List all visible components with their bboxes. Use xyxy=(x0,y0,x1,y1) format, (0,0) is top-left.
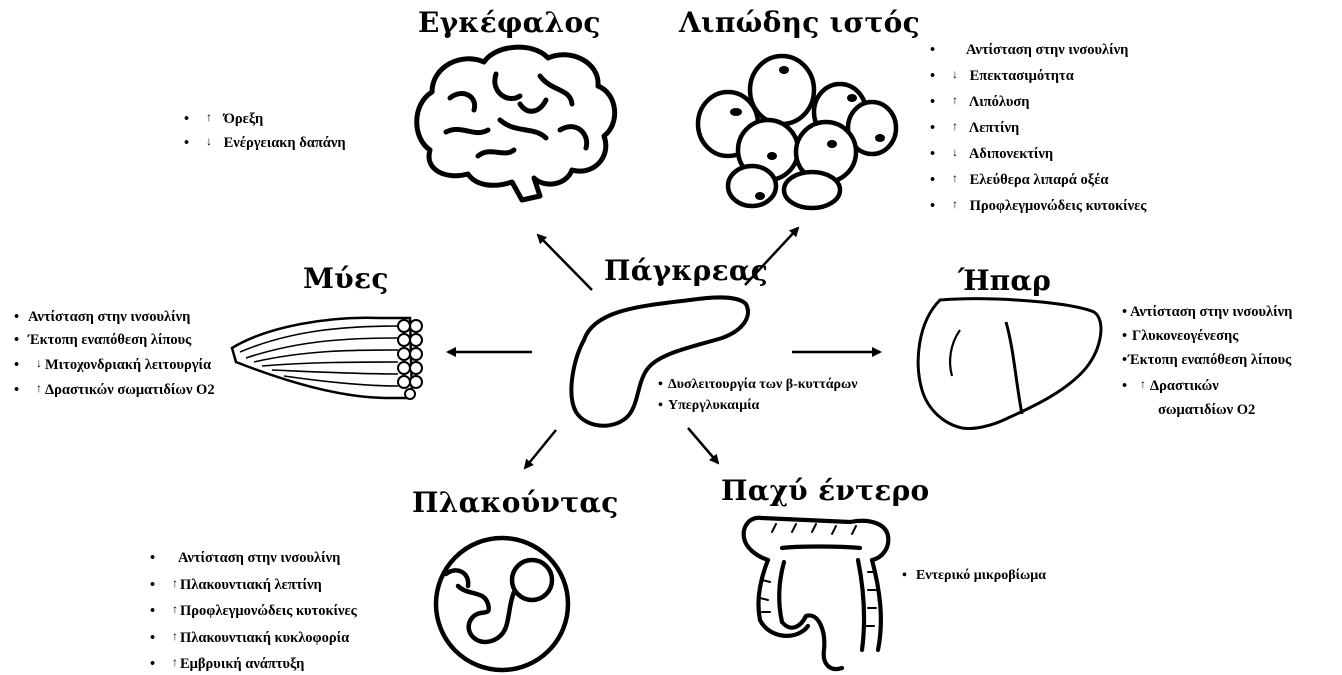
list-item: •↑ Λεπτίνη xyxy=(930,114,1146,140)
list-item: •Αντίσταση στην ινσουλίνη xyxy=(930,38,1146,62)
liver-title: Ήπαρ xyxy=(958,264,1051,297)
muscle-title: Μύες xyxy=(303,262,389,295)
liver-list: •Αντίσταση στην ινσουλίνη •Γλυκονεογένεσ… xyxy=(1122,300,1292,422)
list-item: •↑Προφλεγμονώδεις κυτοκίνες xyxy=(150,597,357,624)
list-item: •↓Μιτοχονδριακή λειτουργία xyxy=(14,352,215,377)
list-item: •↑Πλακουντιακή λεπτίνη xyxy=(150,571,357,598)
arrow-to-brain xyxy=(538,235,592,290)
list-item: •↑ Λιπόλυση xyxy=(930,88,1146,114)
list-item: •Γλυκονεογένεσης xyxy=(1122,324,1292,348)
list-item: •↑Πλακουντιακή κυκλοφορία xyxy=(150,624,357,651)
list-item: •↑Δραστικών σωματιδίων O2 xyxy=(14,377,215,402)
list-item: •Αντίσταση στην ινσουλίνη xyxy=(14,306,215,329)
colon-icon xyxy=(744,518,889,669)
pancreas-title: Πάγκρεας xyxy=(604,254,768,287)
muscle-list: •Αντίσταση στην ινσουλίνη •Έκτοπη εναπόθ… xyxy=(14,306,215,402)
list-item: •Έκτοπη εναπόθεση λίπους xyxy=(1122,348,1292,372)
list-item: •↑ Ελεύθερα λιπαρά οξέα xyxy=(930,166,1146,192)
adipose-list: •Αντίσταση στην ινσουλίνη •↓ Επεκτασιμότ… xyxy=(930,38,1146,218)
pancreas-list: •Δυσλειτουργία των β-κυττάρων •Υπεργλυκα… xyxy=(658,374,858,416)
brain-list: •↑ Όρεξη •↓ Ενέργειακη δαπάνη xyxy=(184,106,346,154)
adipose-title: Λιπώδης ιστός xyxy=(679,6,920,39)
list-item: •↑ Όρεξη xyxy=(184,106,346,130)
arrow-to-colon xyxy=(688,428,718,463)
arrow-to-placenta xyxy=(525,430,556,468)
list-item: •Αντίσταση στην ινσουλίνη xyxy=(150,546,357,571)
muscle-icon xyxy=(232,318,422,399)
brain-icon xyxy=(417,47,615,200)
placenta-title: Πλακούντας xyxy=(412,486,619,519)
fat-cells-icon xyxy=(698,56,896,208)
list-item: •↓ Επεκτασιμότητα xyxy=(930,62,1146,88)
list-item: •Αντίσταση στην ινσουλίνη xyxy=(1122,300,1292,324)
list-item: •↑Εμβρυική ανάπτυξη xyxy=(150,650,357,675)
liver-icon xyxy=(918,299,1101,429)
list-item: •Έκτοπη εναπόθεση λίπους xyxy=(14,329,215,352)
list-item: •↓ Αδιπονεκτίνη xyxy=(930,140,1146,166)
list-item: •Υπεργλυκαιμία xyxy=(658,395,858,416)
colon-list: •Εντερικό μικροβίωμα xyxy=(902,564,1046,588)
list-item: •Εντερικό μικροβίωμα xyxy=(902,564,1046,588)
list-item: •↑ Προφλεγμονώδεις κυτοκίνες xyxy=(930,192,1146,218)
list-item: •↓ Ενέργειακη δαπάνη xyxy=(184,130,346,154)
brain-title: Εγκέφαλος xyxy=(418,6,601,39)
placenta-icon xyxy=(436,538,568,670)
list-item: •Δυσλειτουργία των β-κυττάρων xyxy=(658,374,858,395)
colon-title: Παχύ έντερο xyxy=(721,474,930,507)
placenta-list: •Αντίσταση στην ινσουλίνη •↑Πλακουντιακή… xyxy=(150,546,357,675)
